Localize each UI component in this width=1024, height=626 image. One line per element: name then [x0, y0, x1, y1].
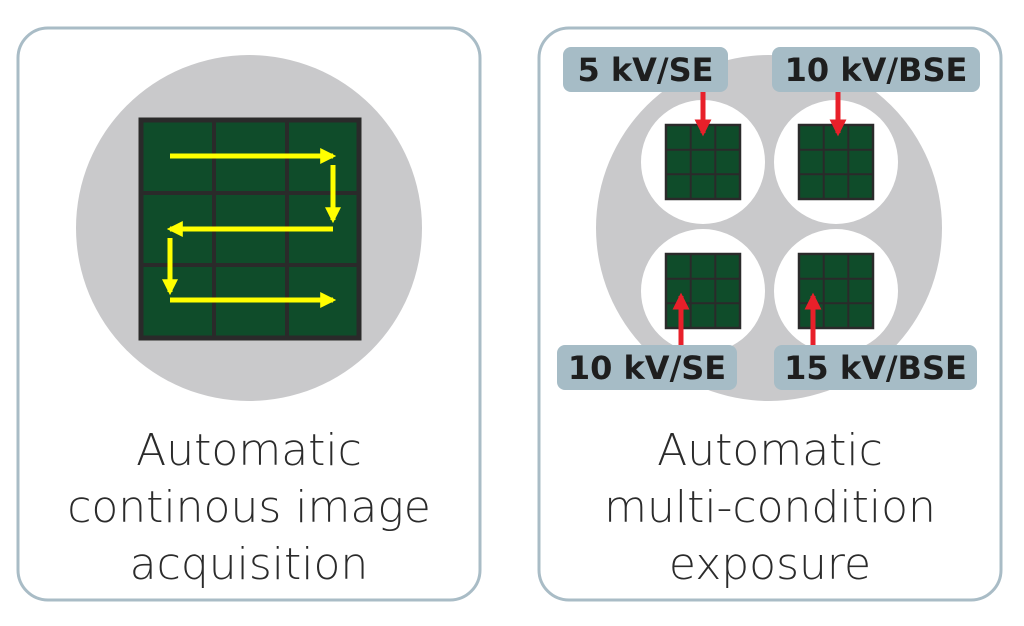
- panel-continuous-acquisition: [16, 26, 482, 602]
- caption-line: Automatic: [657, 425, 883, 476]
- condition-label: 15 kV/BSE: [784, 349, 967, 387]
- sample-holder-bottom-left: [641, 229, 765, 353]
- caption-line: multi-condition: [604, 482, 936, 533]
- caption-line: continous image: [67, 482, 431, 533]
- caption-continuous-acquisition: Automatic continous image acquisition: [18, 422, 480, 593]
- sample-holder-top-right: [774, 100, 898, 224]
- condition-label: 10 kV/BSE: [785, 51, 968, 89]
- caption-line: acquisition: [129, 539, 369, 590]
- condition-tag-10kv-se: 10 kV/SE: [557, 345, 737, 390]
- scan-path-arrows: [161, 147, 342, 309]
- condition-tag-10kv-bse: 10 kV/BSE: [772, 47, 980, 92]
- condition-tag-5kv-se: 5 kV/SE: [563, 47, 728, 92]
- caption-multi-condition-exposure: Automatic multi-condition exposure: [539, 422, 1001, 593]
- caption-line: exposure: [668, 539, 872, 590]
- sample-holder-bottom-right: [774, 229, 898, 353]
- panel-multi-condition-exposure: 5 kV/SE 10 kV/BSE 10 kV/SE 15 kV/BSE: [537, 26, 1003, 602]
- condition-label: 10 kV/SE: [568, 349, 726, 387]
- condition-tag-15kv-bse: 15 kV/BSE: [774, 345, 977, 390]
- condition-label: 5 kV/SE: [577, 51, 713, 89]
- caption-line: Automatic: [136, 425, 362, 476]
- sample-holder-top-left: [641, 100, 765, 224]
